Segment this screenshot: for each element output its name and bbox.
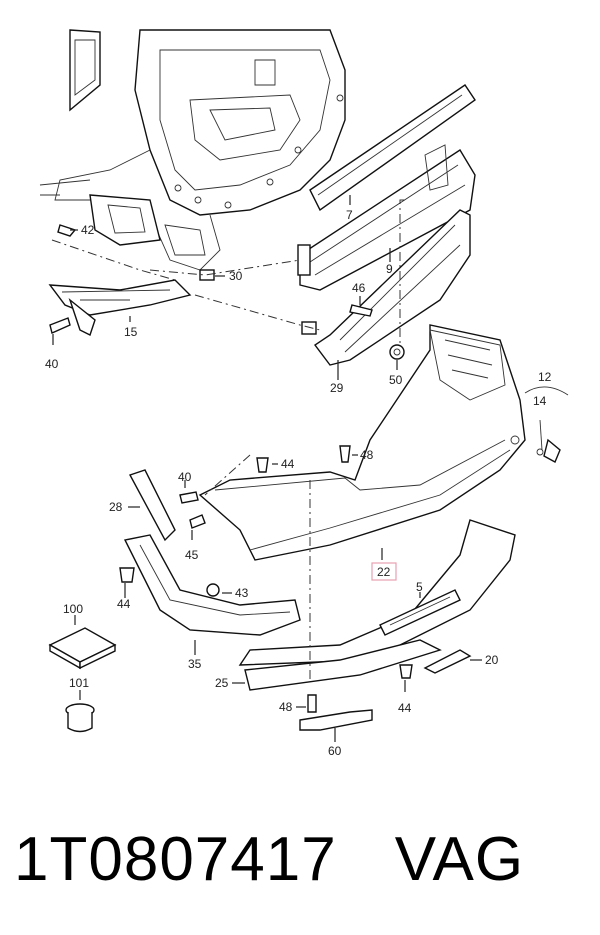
part-100-pad [48, 627, 117, 670]
callout-35: 35 [188, 657, 202, 671]
callout-25: 25 [215, 676, 229, 690]
callout-44-left: 44 [117, 597, 131, 611]
brand-label: VAG [394, 825, 525, 894]
part-35-trim-strip [123, 534, 301, 636]
callout-101: 101 [69, 676, 89, 690]
callout-22-highlight-box [371, 562, 397, 581]
rear-body-structure [39, 29, 346, 271]
callout-44-bottom: 44 [398, 701, 412, 715]
callout-5: 5 [416, 580, 423, 594]
part-60-strip [299, 709, 373, 731]
callout-48-top: 48 [360, 448, 374, 462]
callout-7: 7 [346, 208, 353, 222]
callout-40-top: 40 [45, 357, 59, 371]
callout-40-mid: 40 [178, 470, 192, 484]
part-9-bumper-carrier [297, 144, 476, 291]
part-15-side-bracket [48, 279, 192, 336]
callout-42: 42 [81, 223, 95, 237]
part-22-bumper-cover [198, 324, 526, 561]
part-5-bracket [379, 589, 461, 636]
callout-48-bottom: 48 [279, 700, 293, 714]
part-number: 1T0807417 [14, 825, 337, 894]
callout-12: 12 [538, 370, 552, 384]
callout-46: 46 [352, 281, 366, 295]
leader-lines [52, 195, 482, 742]
callout-30: 30 [229, 269, 243, 283]
callout-20: 20 [485, 653, 499, 667]
part-12-14-tow-cover [524, 386, 569, 463]
callout-50: 50 [389, 373, 403, 387]
callout-28: 28 [109, 500, 123, 514]
callout-numbers: 7 9 42 30 46 15 40 29 50 12 14 44 48 40 … [45, 208, 552, 758]
part-number-caption: 1T0807417 VAG [14, 820, 586, 900]
callout-22: 22 [377, 565, 391, 579]
callout-14: 14 [533, 394, 547, 408]
callout-60: 60 [328, 744, 342, 758]
callout-100: 100 [63, 602, 83, 616]
reference-lines [51, 199, 405, 680]
part-28-bracket [128, 469, 176, 542]
callout-44-top: 44 [281, 457, 295, 471]
callout-45: 45 [185, 548, 199, 562]
part-101-cap [65, 703, 95, 733]
callout-29: 29 [330, 381, 344, 395]
fasteners [49, 224, 405, 360]
part-29-guide-bracket [301, 209, 471, 366]
part-7-absorber [309, 84, 476, 212]
callout-43: 43 [235, 586, 249, 600]
callout-9: 9 [386, 262, 393, 276]
exploded-parts-diagram: 7 9 42 30 46 15 40 29 50 12 14 44 48 40 … [39, 29, 569, 758]
part-25-diffuser [238, 519, 516, 691]
part-20-strip [423, 649, 472, 674]
clips [119, 445, 413, 713]
callout-15: 15 [124, 325, 138, 339]
